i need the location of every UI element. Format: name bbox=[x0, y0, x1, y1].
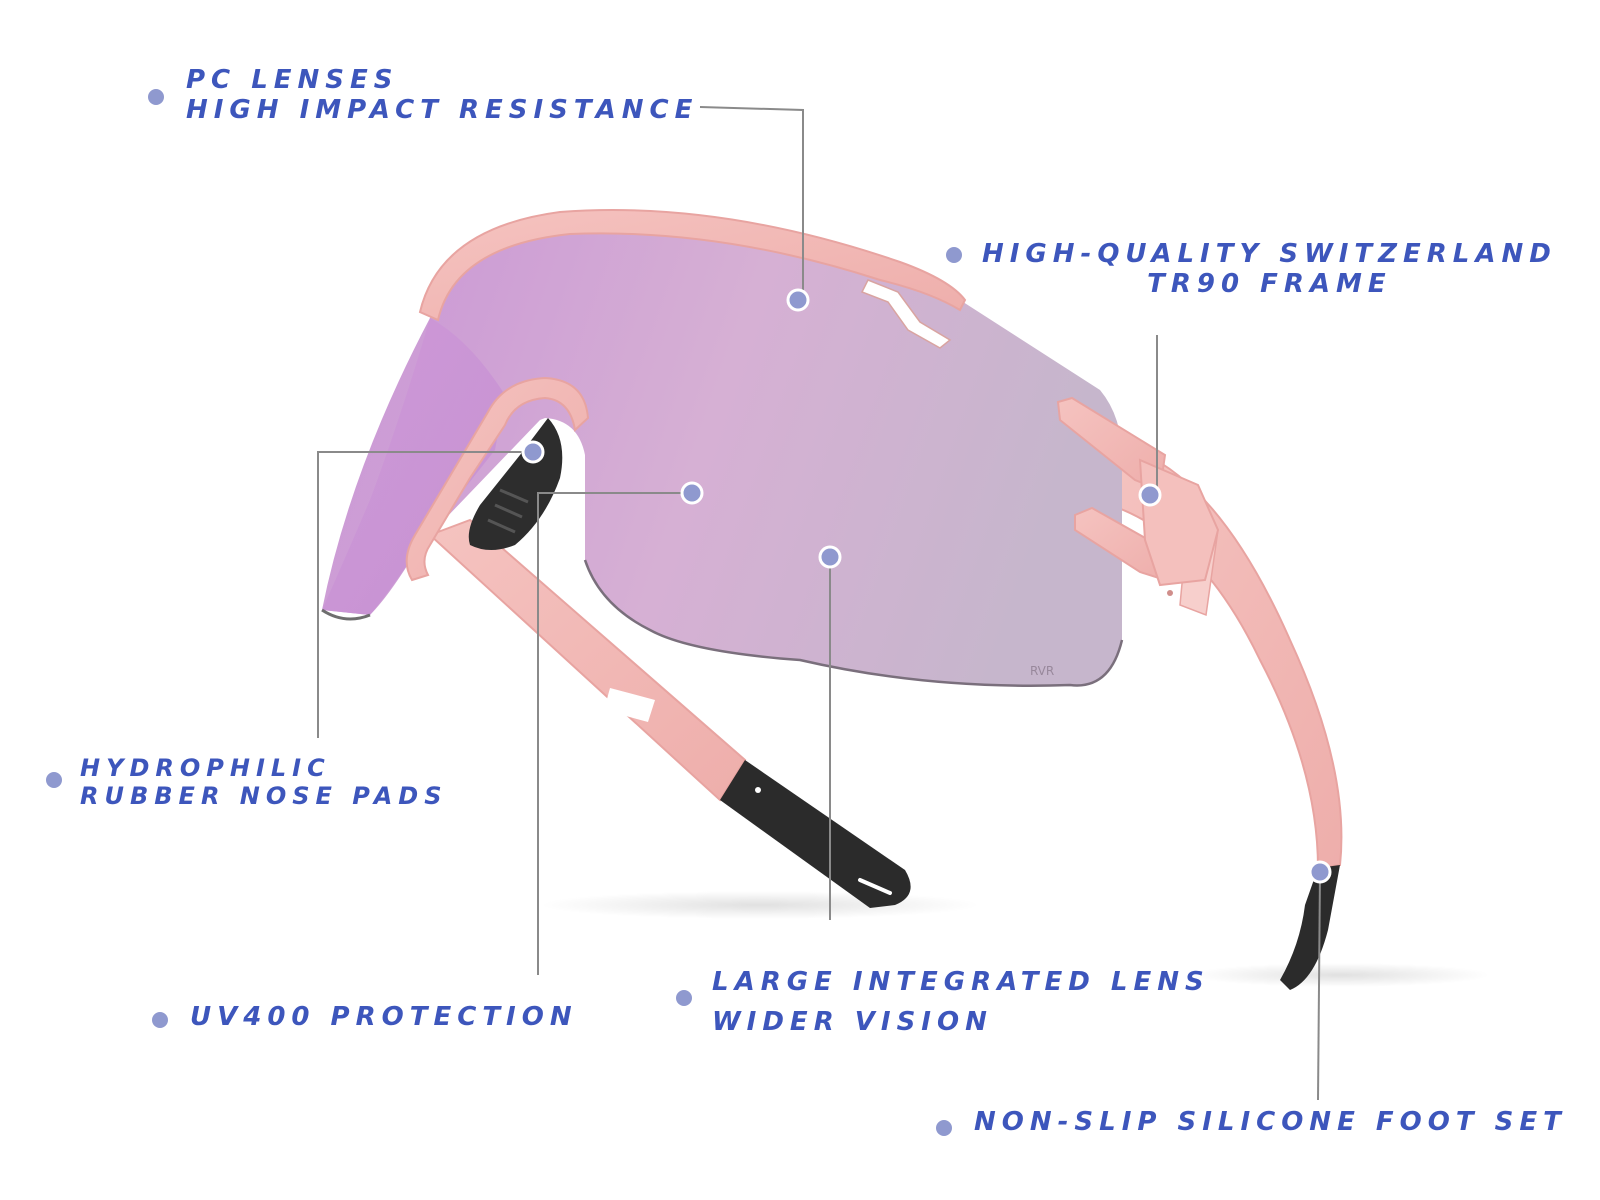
label-line: RUBBER NOSE PADS bbox=[80, 781, 448, 810]
bullet-nose-pads bbox=[46, 772, 62, 788]
label-line: UV400 PROTECTION bbox=[190, 1002, 578, 1032]
leader-pc-lenses bbox=[699, 106, 804, 300]
leader-nose-pads bbox=[317, 451, 533, 738]
leader-foot-set bbox=[1317, 871, 1321, 1101]
main-lens bbox=[322, 227, 1123, 686]
label-line: PC LENSES bbox=[186, 65, 399, 95]
shadow-right-arm bbox=[1190, 963, 1490, 987]
bullet-tr90-frame bbox=[946, 247, 962, 263]
marker-pc-lenses bbox=[786, 288, 810, 312]
label-tr90-frame: HIGH-QUALITY SWITZERLAND TR90 FRAME bbox=[982, 239, 1557, 300]
nose-bridge-frame bbox=[405, 376, 590, 582]
bullet-uv400 bbox=[152, 1012, 168, 1028]
callout-markers bbox=[521, 288, 1332, 884]
label-line: HIGH IMPACT RESISTANCE bbox=[186, 94, 699, 125]
label-pc-lenses: PC LENSES HIGH IMPACT RESISTANCE bbox=[186, 65, 699, 126]
bullet-foot-set bbox=[936, 1120, 952, 1136]
label-large-lens: LARGE INTEGRATED LENS WIDER VISION bbox=[712, 962, 1210, 1043]
bullet-pc-lenses bbox=[148, 89, 164, 105]
label-foot-set: NON-SLIP SILICONE FOOT SET bbox=[974, 1107, 1567, 1138]
leader-lines bbox=[317, 106, 1321, 1101]
left-temple-arm bbox=[428, 518, 911, 908]
label-line: TR90 FRAME bbox=[1147, 268, 1392, 299]
label-uv400: UV400 PROTECTION bbox=[190, 1002, 578, 1033]
marker-nose-pads bbox=[521, 440, 545, 464]
lens-left-flank bbox=[322, 318, 505, 615]
label-line: HYDROPHILIC bbox=[80, 754, 331, 782]
label-line: WIDER VISION bbox=[712, 1007, 993, 1038]
svg-text:RVR: RVR bbox=[1030, 664, 1054, 678]
shadow-left-arm bbox=[540, 891, 980, 919]
top-frame-bar bbox=[418, 209, 967, 322]
label-nose-pads: HYDROPHILIC RUBBER NOSE PADS bbox=[80, 754, 448, 810]
leader-uv400 bbox=[537, 492, 695, 975]
marker-foot-set bbox=[1308, 860, 1332, 884]
bullet-large-lens bbox=[676, 990, 692, 1006]
label-line: HIGH-QUALITY SWITZERLAND bbox=[982, 239, 1557, 269]
marker-large-lens bbox=[818, 545, 842, 569]
marker-uv400 bbox=[680, 481, 704, 505]
label-line: LARGE INTEGRATED LENS bbox=[712, 967, 1210, 997]
label-line: NON-SLIP SILICONE FOOT SET bbox=[974, 1107, 1567, 1137]
marker-tr90-frame bbox=[1138, 483, 1162, 507]
